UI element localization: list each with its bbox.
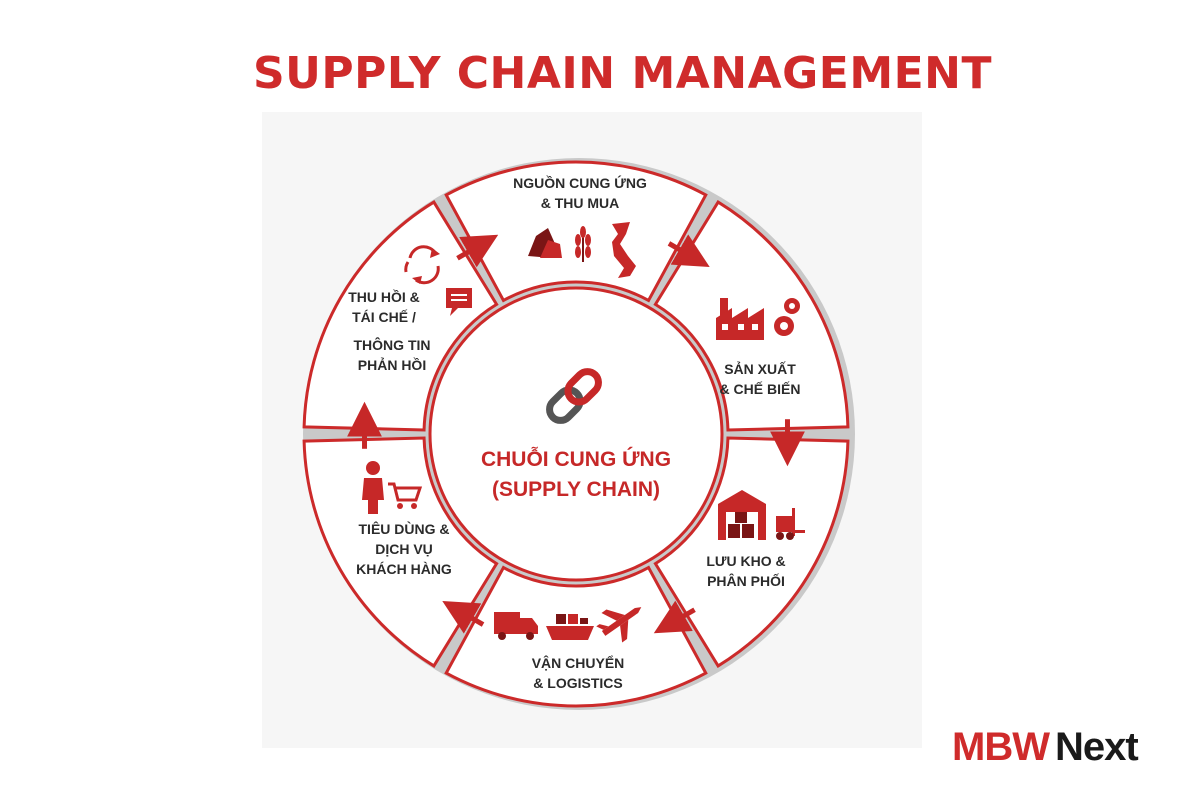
flow-arrow-transportation (442, 601, 485, 634)
stage-recycling-feedback: THU HỒI & TÁI CHẾ / THÔNG TIN PHẢN HỒI (348, 245, 472, 373)
stage-consumption: TIÊU DÙNG & DỊCH VỤ KHÁCH HÀNG (356, 461, 452, 577)
wheat-icon (575, 226, 591, 262)
stage-warehousing-line1: LƯU KHO & (706, 553, 785, 569)
chat-bubble-icon (446, 288, 472, 316)
stage-manufacturing-line2: & CHẾ BIẾN (720, 381, 801, 397)
stage-sourcing-line2: & THU MUA (541, 195, 620, 211)
flow-arrow-recycling-feedback (456, 234, 499, 268)
flow-arrow-sourcing (667, 234, 710, 267)
gears-icon (774, 298, 800, 336)
page-title: SUPPLY CHAIN MANAGEMENT (252, 48, 993, 99)
ring-segment-sourcing (444, 160, 708, 303)
rocks-icon (528, 228, 562, 258)
shopping-cart-icon (388, 482, 423, 509)
stage-consumption-line1: TIÊU DÙNG & (359, 520, 450, 537)
stage-feedback-line1: THÔNG TIN (354, 336, 431, 353)
ring-segment-recycling-feedback (302, 200, 499, 432)
airplane-icon (596, 607, 642, 643)
stage-sourcing: NGUỒN CUNG ỨNG & THU MUA (513, 174, 647, 278)
stage-manufacturing-line1: SẢN XUẤT (724, 361, 796, 377)
mbw-next-logo: MBW Next (952, 722, 1139, 772)
stage-transportation: VẬN CHUYỂN & LOGISTICS (494, 607, 642, 691)
stage-warehousing: LƯU KHO & PHÂN PHỐI (706, 490, 805, 589)
ship-icon (546, 614, 594, 640)
stage-manufacturing: SẢN XUẤT & CHẾ BIẾN (716, 298, 800, 397)
factory-icon (716, 298, 764, 340)
recycle-icon (404, 245, 440, 285)
stage-warehousing-line2: PHÂN PHỐI (707, 572, 785, 589)
ring-segment-warehousing (653, 436, 850, 668)
stage-transportation-line2: & LOGISTICS (533, 675, 622, 691)
center-title: CHUỖI CUNG ỨNG (481, 447, 671, 471)
stage-recycling-line1: THU HỒI & (348, 288, 420, 305)
ring-segments (302, 160, 850, 708)
flow-arrows (347, 234, 805, 634)
stage-recycling-line2: TÁI CHẾ / (352, 309, 416, 325)
logo-brand: MBW (952, 724, 1050, 769)
person-icon (362, 461, 384, 514)
vietnam-map-icon (612, 222, 636, 278)
warehouse-icon (718, 490, 766, 540)
stage-feedback-line2: PHẢN HỒI (358, 356, 426, 373)
stage-consumption-line3: KHÁCH HÀNG (356, 561, 452, 577)
center-circle (428, 286, 724, 582)
logo-suffix: Next (1054, 724, 1139, 769)
center-subtitle: (SUPPLY CHAIN) (492, 478, 660, 501)
flow-arrow-warehousing (653, 600, 696, 634)
truck-icon (494, 612, 538, 640)
stage-transportation-line1: VẬN CHUYỂN (532, 654, 625, 671)
stage-sourcing-line1: NGUỒN CUNG ỨNG (513, 174, 647, 191)
stage-consumption-line2: DỊCH VỤ (375, 541, 433, 557)
forklift-icon (776, 508, 805, 540)
